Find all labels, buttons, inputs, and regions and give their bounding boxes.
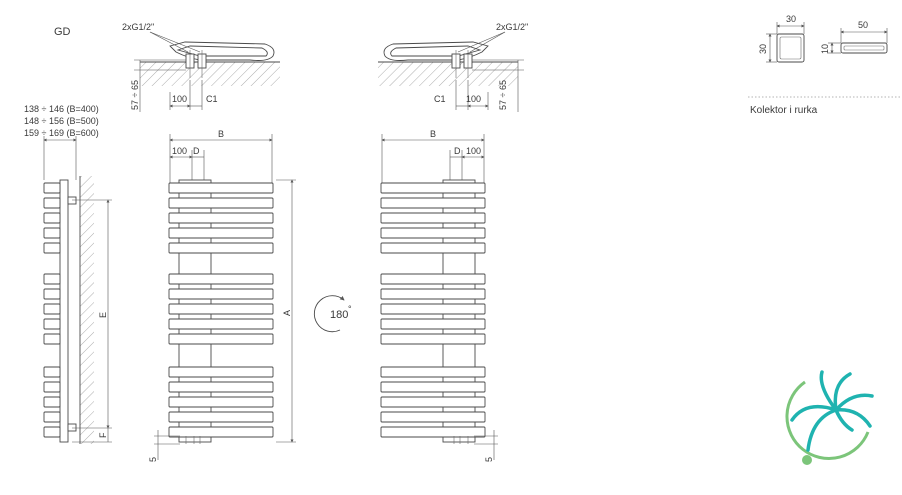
profile-30-width: 30: [786, 14, 796, 24]
dim-d-right: D: [454, 146, 461, 156]
rail-bar: [43, 182, 61, 194]
dim-e: E: [98, 312, 108, 318]
dim-5-left: 5: [148, 457, 158, 462]
rail-bar: [168, 396, 274, 408]
rail-bar: [380, 288, 486, 300]
profile-flat: 50 10: [820, 20, 888, 54]
rail-bar: [168, 242, 274, 254]
dim-b-left: B: [218, 129, 224, 139]
rail-bar: [43, 212, 61, 224]
rotation-label: 180: [330, 309, 348, 321]
dim-f: F: [98, 432, 108, 438]
dim-d-left: D: [193, 146, 200, 156]
depth-b500: 148 ÷ 156 (B=500): [24, 116, 99, 126]
rail-bar: [380, 333, 486, 345]
rail-bar: [380, 197, 486, 209]
rail-bar: [380, 426, 486, 438]
connection-label-right: 2xG1/2": [496, 22, 528, 32]
rail-bar: [168, 411, 274, 423]
rotation-arrow-icon: 180 °: [313, 295, 352, 333]
profile-square: 30 30: [758, 14, 805, 63]
dim-100-front-left: 100: [172, 146, 187, 156]
dim-100-front-right: 100: [466, 146, 481, 156]
rail-bar: [380, 273, 486, 285]
rail-bar: [43, 273, 61, 285]
depth-b600: 159 ÷ 169 (B=600): [24, 128, 99, 138]
rail-bar: [43, 318, 61, 330]
dim-c1-right: C1: [434, 94, 446, 104]
top-view-right: 2xG1/2" 57 ÷ 65 C1 100: [378, 22, 528, 112]
profile-30-height: 30: [758, 44, 768, 54]
profile-50-width: 50: [858, 20, 868, 30]
rail-bar: [168, 182, 274, 194]
wall-hatch: [140, 62, 280, 86]
rail-bar: [168, 197, 274, 209]
rotation-degree: °: [348, 304, 352, 314]
rail-bar: [43, 288, 61, 300]
rail-bar: [380, 396, 486, 408]
rail-bar: [43, 242, 61, 254]
rail-bar: [168, 381, 274, 393]
rail-bar: [380, 182, 486, 194]
rail-bar: [380, 212, 486, 224]
rail-bar: [380, 366, 486, 378]
dim-100-left-top: 100: [172, 94, 187, 104]
model-label: GD: [54, 26, 71, 38]
rail-bar: [168, 333, 274, 345]
rail-bar: [43, 333, 61, 345]
dim-a: A: [282, 310, 292, 316]
dim-c1-left: C1: [206, 94, 218, 104]
dim-b-right: B: [430, 129, 436, 139]
rail-bar: [43, 197, 61, 209]
rail-bar: [168, 426, 274, 438]
rail-bar: [168, 227, 274, 239]
rail-bar: [43, 411, 61, 423]
rail-bar: [380, 318, 486, 330]
side-view: E F: [43, 136, 112, 444]
rail-bar: [168, 212, 274, 224]
front-view-right: B D 100 5: [380, 129, 498, 462]
rail-bar: [43, 366, 61, 378]
rail-bar: [168, 288, 274, 300]
rail-bar: [380, 242, 486, 254]
rail-bar: [43, 381, 61, 393]
rail-bar: [168, 273, 274, 285]
rail-bar: [43, 303, 61, 315]
profile-10-height: 10: [820, 44, 830, 54]
rail-bar: [380, 303, 486, 315]
profile-caption: Kolektor i rurka: [750, 105, 818, 116]
rail-bar: [380, 227, 486, 239]
rail-bar: [43, 396, 61, 408]
wall-hatch: [378, 62, 518, 86]
rail-bar: [168, 366, 274, 378]
connection-label-left: 2xG1/2": [122, 22, 154, 32]
height-offset-left: 57 ÷ 65: [130, 80, 140, 110]
depth-b400: 138 ÷ 146 (B=400): [24, 104, 99, 114]
rail-bar: [168, 318, 274, 330]
rail-bar: [168, 303, 274, 315]
wall-hatch: [80, 176, 94, 444]
front-view-left: B 100 D A 5: [148, 129, 296, 462]
dim-100-right-top: 100: [466, 94, 481, 104]
height-offset-right: 57 ÷ 65: [498, 80, 508, 110]
brand-logo-icon: [785, 370, 874, 465]
rail-bar: [43, 426, 61, 438]
rail-bar: [380, 411, 486, 423]
dim-5-right: 5: [484, 457, 494, 462]
top-view-left: 2xG1/2" 57 ÷ 65 100 C1: [122, 22, 280, 112]
rail-bar: [43, 227, 61, 239]
rail-bar: [380, 381, 486, 393]
